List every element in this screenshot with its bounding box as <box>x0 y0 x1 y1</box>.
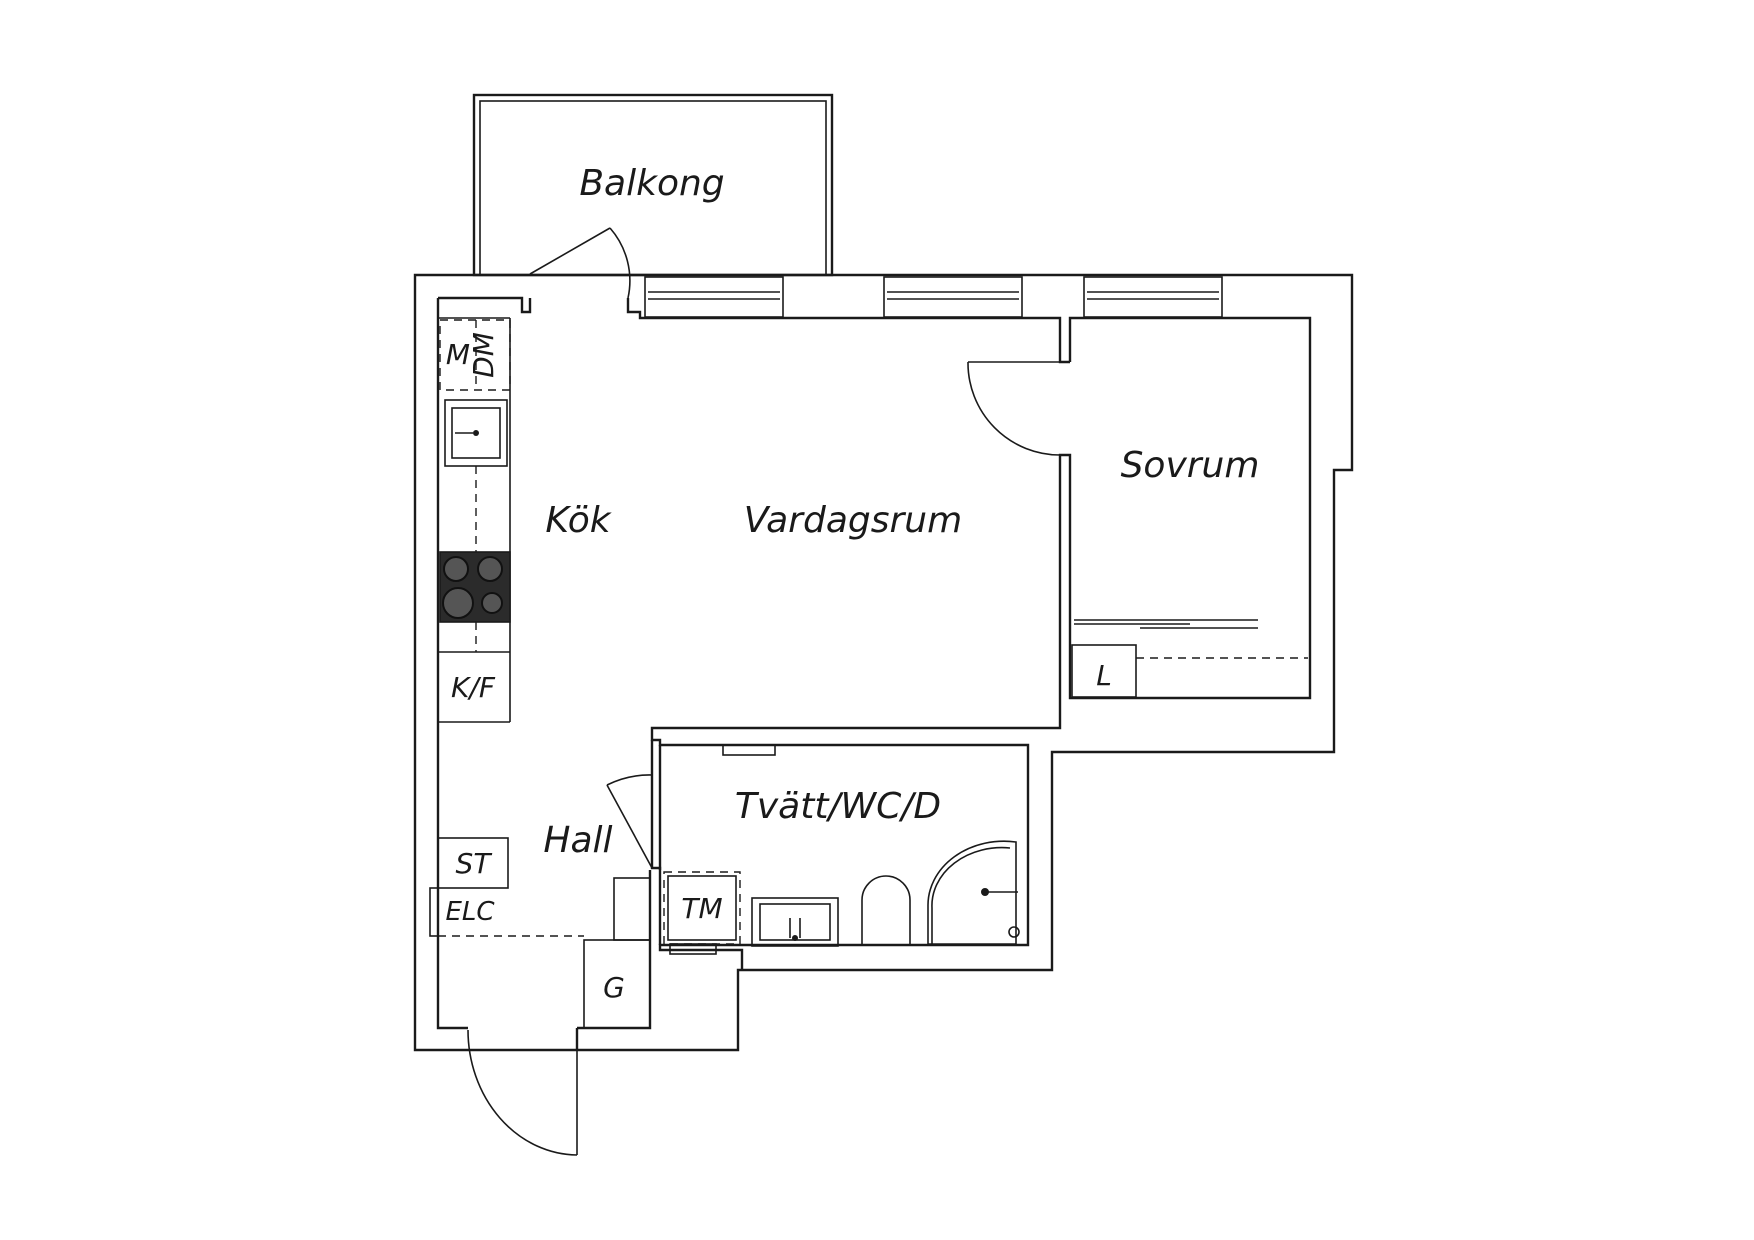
toilet-icon <box>861 875 911 946</box>
room-label-hall: Hall <box>543 820 612 861</box>
interior-walls <box>436 296 1312 1050</box>
bathroom-door <box>606 774 653 869</box>
outer-walls <box>413 273 1354 1052</box>
window-1 <box>644 276 784 318</box>
label-linen-closet: L <box>1096 659 1112 692</box>
label-storage: ST <box>456 847 493 880</box>
label-microwave: M <box>446 338 470 371</box>
window-3 <box>1083 276 1223 318</box>
room-label-kok: Kök <box>545 500 612 541</box>
kitchen-counter <box>438 317 511 723</box>
bedroom-wardrobe <box>1071 619 1308 698</box>
label-dishwasher: DM <box>467 332 500 378</box>
bedroom-door <box>967 361 1061 456</box>
label-washing-machine: TM <box>681 892 722 925</box>
room-label-sovrum: Sovrum <box>1121 445 1260 486</box>
room-label-vardagsrum: Vardagsrum <box>744 500 962 541</box>
label-electric-cabinet: ELC <box>445 897 495 927</box>
shower-icon <box>927 840 1017 945</box>
window-2 <box>883 276 1023 318</box>
electric-cabinet <box>429 887 439 937</box>
label-fridge-freezer: K/F <box>451 671 496 704</box>
sink-drain-icon <box>473 430 479 436</box>
label-wardrobe-g: G <box>603 971 625 1004</box>
entrance-door <box>467 1029 578 1156</box>
storage-st <box>437 837 509 889</box>
room-label-balkong: Balkong <box>579 163 724 204</box>
bathroom-fixtures <box>663 744 1020 955</box>
hall-wardrobe <box>438 877 651 1029</box>
room-label-tvatt-wc-d: Tvätt/WC/D <box>735 786 941 827</box>
balcony-door <box>529 227 631 299</box>
